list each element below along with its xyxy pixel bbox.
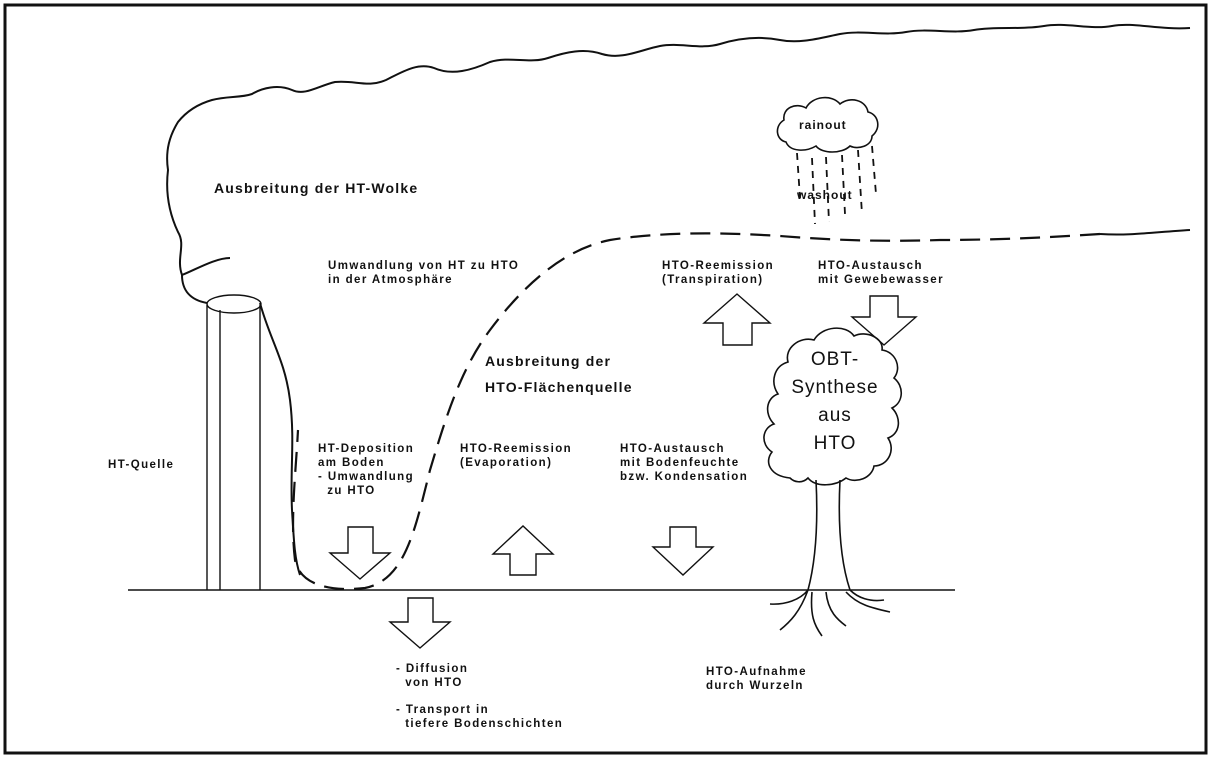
exchange-tissue-label: HTO-Austausch mit Gewebewasser <box>818 260 944 286</box>
rain-streaks <box>797 146 876 224</box>
tree-crown <box>764 328 901 485</box>
tree-synthesis-label: OBT- Synthese aus HTO <box>791 349 879 454</box>
tree-trunk <box>770 480 890 636</box>
ht-source-label: HT-Quelle <box>108 459 175 471</box>
ht-cloud-outline <box>167 25 1190 575</box>
ht-source-stack <box>207 295 261 590</box>
washout-label: washout <box>797 188 853 202</box>
deposition-label: HT-Deposition am Boden - Umwandlung zu H… <box>318 443 415 497</box>
reemission-transpiration-label: HTO-Reemission (Transpiration) <box>662 260 775 286</box>
arrow-transpiration-up <box>704 294 770 345</box>
arrow-tissue-exchange-down <box>852 296 916 345</box>
rain-cloud <box>777 98 877 152</box>
arrow-deposition-down <box>330 527 390 579</box>
arrow-soil-exchange-down <box>653 527 713 575</box>
conversion-atmosphere-label: Umwandlung von HT zu HTO in der Atmosphä… <box>328 260 520 286</box>
reemission-evaporation-label: HTO-Reemission (Evaporation) <box>460 443 573 469</box>
diffusion-label: - Diffusion von HTO <box>396 663 469 689</box>
rainout-label: rainout <box>799 118 847 132</box>
cloud-title: Ausbreitung der HT-Wolke <box>214 180 419 196</box>
arrow-evaporation-up <box>493 526 553 575</box>
area-source-label: Ausbreitung der HTO-Flächenquelle <box>485 353 633 395</box>
root-uptake-label: HTO-Aufnahme durch Wurzeln <box>706 666 807 692</box>
arrow-diffusion-down <box>390 598 450 648</box>
transport-label: - Transport in tiefere Bodenschichten <box>396 704 564 730</box>
frame-border <box>5 5 1206 753</box>
exchange-soil-label: HTO-Austausch mit Bodenfeuchte bzw. Kond… <box>620 443 749 483</box>
tree <box>764 328 901 636</box>
